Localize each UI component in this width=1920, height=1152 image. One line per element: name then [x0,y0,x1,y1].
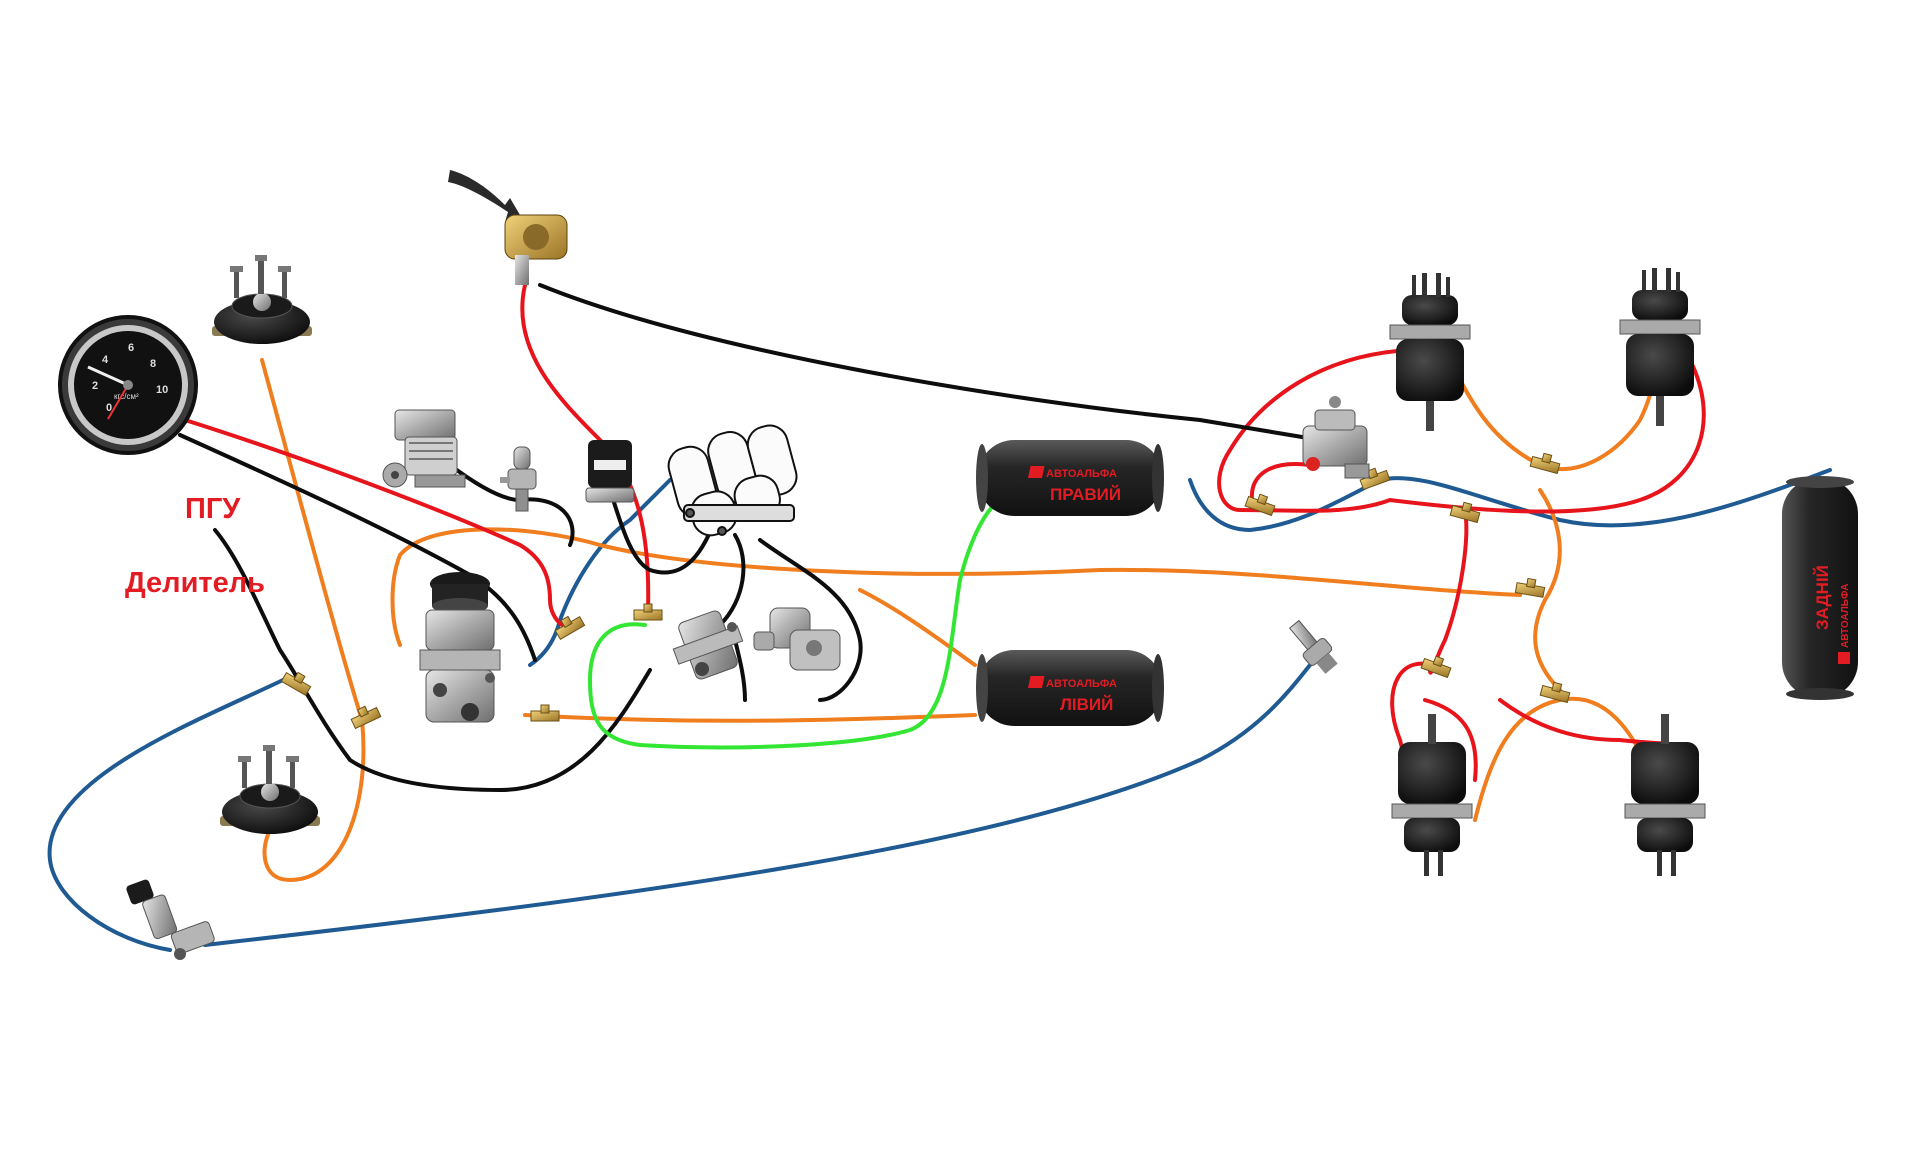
orange-line-chamber-front-to-pgu [260,358,364,722]
front-brake-chamber [212,255,312,344]
blue-line-chamber-to-valves [528,478,672,667]
air-dryer [585,440,635,503]
blue-line-parking-valve-to-divider [47,678,285,952]
tee-fitting [1244,493,1276,517]
orange-line-rear-top-chambers [1448,348,1662,471]
green-air-lines [587,498,1002,750]
orange-line-pgu-to-lower-chamber [262,718,366,883]
tank-left-label: ЛІВИЙ [1060,695,1113,714]
pressure-gauge: 0 2 4 6 8 10 кгс/см² [58,315,198,455]
gauge-tick: 0 [106,402,112,414]
air-tank-rear: ЗАДНІЙ АВТОАЛЬФА [1782,476,1858,700]
black-line-horn-to-relay [538,283,1322,442]
tank-rear-label: ЗАДНІЙ [1813,565,1832,630]
green-line-valve-to-right-tank [587,498,1002,750]
pressure-regulator [500,446,537,512]
tee-fitting [633,603,663,621]
air-tank-right: АВТОАЛЬФА ПРАВИЙ [976,440,1164,516]
blue-air-lines [47,468,1832,952]
brass-fittings [280,452,1571,730]
blue-line-parking-valve-to-rear [203,663,1312,947]
tee-fitting [530,704,560,722]
tee-fitting [1529,452,1561,475]
black-air-lines [178,283,1322,793]
rear-spring-brake-chamber [1624,714,1706,876]
gauge-tick: 10 [156,384,168,396]
gauge-tick: 4 [102,354,109,366]
black-line-4way-down [733,638,747,702]
red-line-gauge-to-valve [183,418,564,627]
blue-line-right-tank-to-relay [1188,468,1832,533]
rear-spring-brake-chamber [1619,268,1701,426]
control-valve [672,610,744,680]
gauge-tick: 8 [150,358,156,370]
four-circuit-valve [753,607,841,671]
front-brake-chamber [220,745,320,834]
red-line-right-chambers [1217,348,1706,514]
tee-fitting [554,615,586,641]
air-tank-left: АВТОАЛЬФА ЛІВИЙ [976,650,1164,726]
black-line-divider-to-valve [213,528,652,793]
tee-fitting [1539,681,1571,704]
tank-right-label: ПРАВИЙ [1050,485,1121,504]
rear-spring-brake-chamber [1391,714,1473,876]
rear-spring-brake-chamber [1389,273,1471,431]
gauge-tick: 2 [92,380,98,392]
gauge-unit: кгс/см² [114,392,139,401]
tank-brand: АВТОАЛЬФА [1046,468,1117,480]
tank-brand: АВТОАЛЬФА [1046,678,1117,690]
gauge-tick: 6 [128,342,134,354]
divider-label: Делитель [125,567,265,599]
pgu-label: ПГУ [185,493,241,525]
red-line-rear-bottom-chamber [1423,698,1478,782]
black-line-gauge-to-crane [178,433,537,662]
tank-brand: АВТОАЛЬФА [1840,583,1851,648]
orange-line-valve-to-left-tank [858,588,977,667]
main-brake-valve [419,572,501,723]
air-horn [448,170,568,285]
multi-circuit-protection-valve [667,424,798,537]
orange-line-crane-to-rear [390,527,1522,647]
black-line-dryer-to-separator [608,488,717,575]
orange-line-rear-distribution [1533,488,1562,692]
pressure-sensor [1288,619,1338,674]
relay-valve [1302,396,1370,479]
air-compressor [382,409,466,488]
tee-fitting [1420,655,1452,679]
orange-line-crane-to-left-tank [523,713,977,723]
tee-fitting [1514,577,1546,598]
red-line-relay-inner [1249,462,1312,502]
parking-brake-valve [126,879,215,960]
orange-air-lines [260,348,1662,883]
tee-fitting [1449,501,1481,524]
black-line-separator-to-4way [758,538,863,702]
tee-fitting [350,705,382,730]
black-line-separator-to-valve [718,533,746,627]
tee-fitting [280,671,312,697]
